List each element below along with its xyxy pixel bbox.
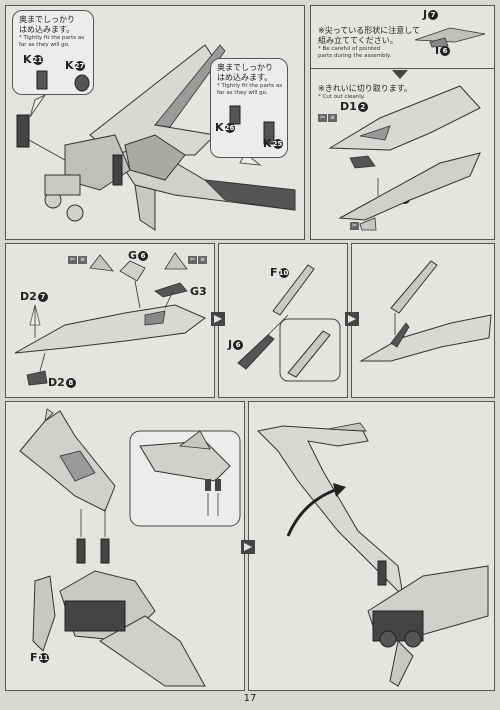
caution-note-en-1: * Be careful of pointed bbox=[318, 46, 380, 52]
page-number: 17 bbox=[243, 693, 257, 704]
part-label-k26: K26 bbox=[215, 121, 235, 134]
wing-assembly-illustration bbox=[16, 44, 296, 231]
sensor-assembly-illustration bbox=[237, 264, 341, 382]
fit-note-en-r1: * Tightly fit the parts as bbox=[217, 83, 283, 89]
fit-note-en-1: * Tightly fit the parts as bbox=[19, 35, 85, 41]
head-to-body-illustration bbox=[19, 408, 241, 687]
finished-assembly-illustration bbox=[256, 422, 489, 687]
cut-note-en: * Cut out cleanly. bbox=[318, 94, 366, 100]
fit-note-ja: 奥までしっかり bbox=[19, 15, 75, 24]
nipper-icon-2: ✂ bbox=[350, 222, 359, 230]
fit-note-ja-r: 奥までしっかり bbox=[217, 63, 273, 72]
file-icon: ≡ bbox=[328, 114, 337, 122]
part-label-g3: G3 bbox=[190, 285, 207, 298]
head-parts-illustration bbox=[328, 85, 481, 231]
fit-tip-callout-right: 奥までしっかり はめ込みます。 * Tightly fit the parts … bbox=[210, 58, 288, 158]
part-label-k21: K21 bbox=[23, 53, 43, 66]
part-label-k25: K25 bbox=[263, 137, 283, 150]
nipper-icon: ✂ bbox=[318, 114, 327, 122]
next-step-arrow-icon-2 bbox=[345, 312, 359, 326]
caution-note-en-2: parts during the assembly. bbox=[318, 53, 392, 59]
fit-note-ja-2: はめ込みます。 bbox=[19, 25, 75, 34]
cut-note-ja: ※きれいに切り取ります。 bbox=[318, 84, 412, 93]
file-icon-3: ≡ bbox=[78, 256, 87, 264]
small-parts-illustration bbox=[414, 27, 486, 48]
part-label-f11: F11 bbox=[30, 651, 49, 664]
part-label-k27: K27 bbox=[65, 59, 85, 72]
head-assembly-illustration bbox=[14, 252, 206, 386]
fit-note-en-2: far as they will go. bbox=[19, 42, 70, 48]
fit-tip-callout-left: 奥までしっかり はめ込みます。 * Tightly fit the parts … bbox=[12, 10, 94, 95]
arrow-down-icon bbox=[392, 70, 408, 79]
caution-note-ja-2: 組み立ててください。 bbox=[318, 36, 398, 45]
part-label-f10: F10 bbox=[270, 266, 289, 279]
next-step-arrow-icon-3 bbox=[241, 540, 255, 554]
fit-note-ja-r2: はめ込みます。 bbox=[217, 73, 273, 82]
fit-note-en-r2: far as they will go. bbox=[217, 90, 268, 96]
finished-head-illustration bbox=[359, 260, 492, 362]
divider bbox=[310, 68, 495, 69]
nipper-icon-4: ✂ bbox=[188, 256, 197, 264]
nipper-icon-3: ✂ bbox=[68, 256, 77, 264]
caution-note-ja-1: ※尖っている形状に注意して bbox=[318, 26, 421, 35]
next-step-arrow-icon bbox=[211, 312, 225, 326]
file-icon-4: ≡ bbox=[198, 256, 207, 264]
